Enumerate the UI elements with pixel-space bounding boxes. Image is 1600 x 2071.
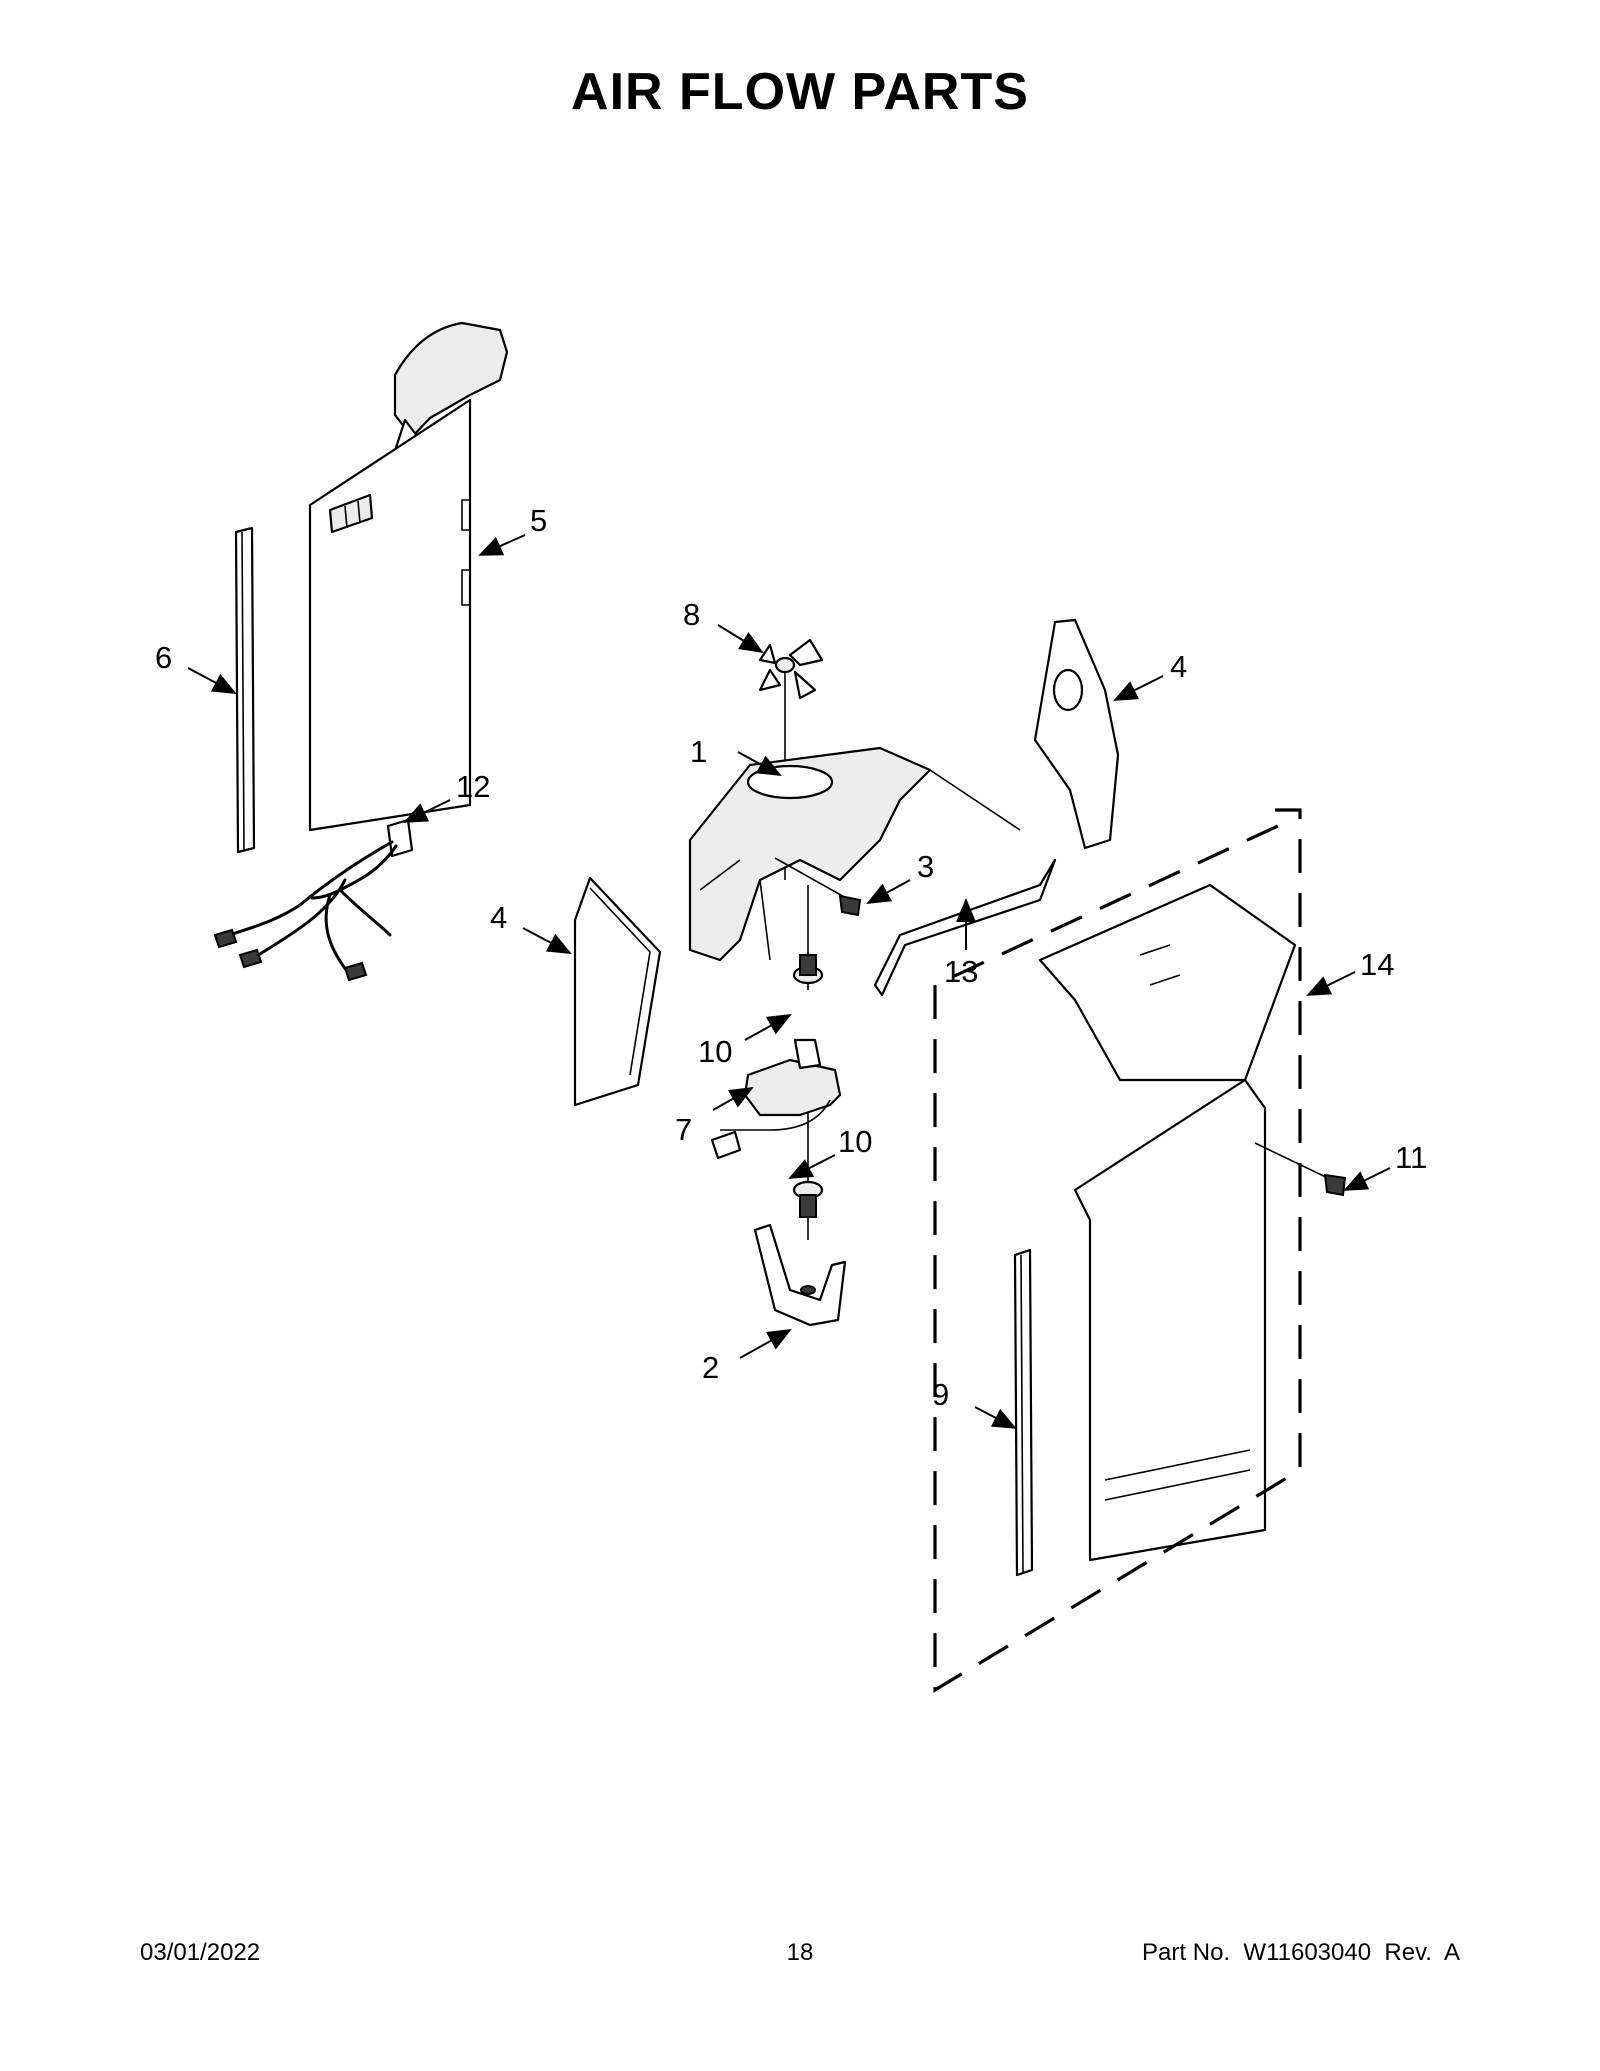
part-4-left-baffle xyxy=(573,876,662,1107)
part-12-wire-harness xyxy=(213,818,414,982)
part-2-motor-bracket xyxy=(753,1223,847,1327)
callout-6: 6 xyxy=(155,640,172,675)
callout-9: 9 xyxy=(932,1377,949,1412)
part-8-fan-blade xyxy=(758,638,824,880)
part-5-evaporator-cover xyxy=(308,321,509,832)
callout-7: 7 xyxy=(675,1112,692,1147)
leader-arrows xyxy=(187,534,1391,1429)
callout-4-right: 4 xyxy=(1170,649,1187,684)
callout-1: 1 xyxy=(690,734,707,769)
callout-11: 11 xyxy=(1395,1140,1427,1175)
callout-3: 3 xyxy=(917,849,934,884)
page-title: AIR FLOW PARTS xyxy=(571,63,1029,121)
part-10-grommet-lower xyxy=(792,1090,824,1240)
callout-2: 2 xyxy=(702,1350,719,1385)
part-3-screw xyxy=(774,857,862,917)
callout-5: 5 xyxy=(530,503,547,538)
part-13-bracket xyxy=(873,769,1057,997)
callout-4-left: 4 xyxy=(490,900,507,935)
part-14-assembly-outline xyxy=(933,808,1302,1693)
part-14-duct-assembly xyxy=(1038,883,1297,1562)
callout-14: 14 xyxy=(1360,947,1394,982)
footer-part-number: Part No. W11603040 Rev. A xyxy=(1142,1939,1460,1966)
part-6-seal xyxy=(234,526,256,854)
part-10-grommet-upper xyxy=(792,885,824,990)
part-11-screw xyxy=(1254,1142,1347,1197)
part-9-seal xyxy=(1013,1248,1034,1577)
callout-12: 12 xyxy=(456,769,490,804)
callout-10-lower: 10 xyxy=(838,1124,872,1159)
footer-date: 03/01/2022 xyxy=(140,1939,261,1966)
callout-8: 8 xyxy=(683,597,700,632)
callout-13: 13 xyxy=(944,954,978,989)
part-1-fan-housing xyxy=(688,746,932,962)
footer-page-number: 18 xyxy=(786,1939,814,1966)
callout-10-upper: 10 xyxy=(698,1034,732,1069)
part-4-right-baffle xyxy=(1033,618,1120,850)
